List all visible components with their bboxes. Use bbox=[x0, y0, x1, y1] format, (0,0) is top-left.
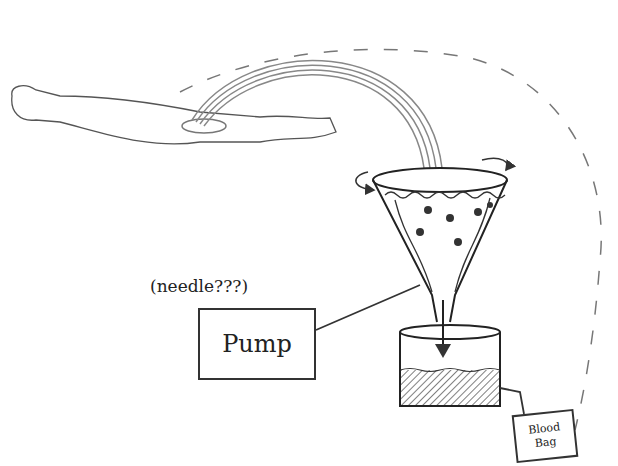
rotation-arc bbox=[180, 49, 601, 430]
tube bbox=[192, 61, 442, 168]
node-label: Blood Bag bbox=[514, 417, 575, 455]
bag-tube bbox=[500, 388, 524, 414]
flow-arrow bbox=[442, 300, 444, 356]
pump-box: (needle???)Pump bbox=[198, 308, 316, 380]
person-outline bbox=[12, 86, 336, 144]
node-heading: (needle???) bbox=[150, 276, 248, 296]
cells bbox=[416, 202, 493, 246]
container bbox=[400, 332, 500, 406]
blood-bag-box: Blood Bag bbox=[512, 409, 579, 463]
node-label: Pump bbox=[222, 330, 292, 358]
fill-line bbox=[400, 369, 500, 372]
plasma-fill bbox=[400, 370, 500, 406]
rotation-arrows bbox=[356, 158, 508, 190]
filter bbox=[385, 192, 505, 292]
container-rim bbox=[400, 325, 500, 339]
pump-line bbox=[316, 285, 420, 330]
centrifuge-cone bbox=[373, 168, 507, 322]
